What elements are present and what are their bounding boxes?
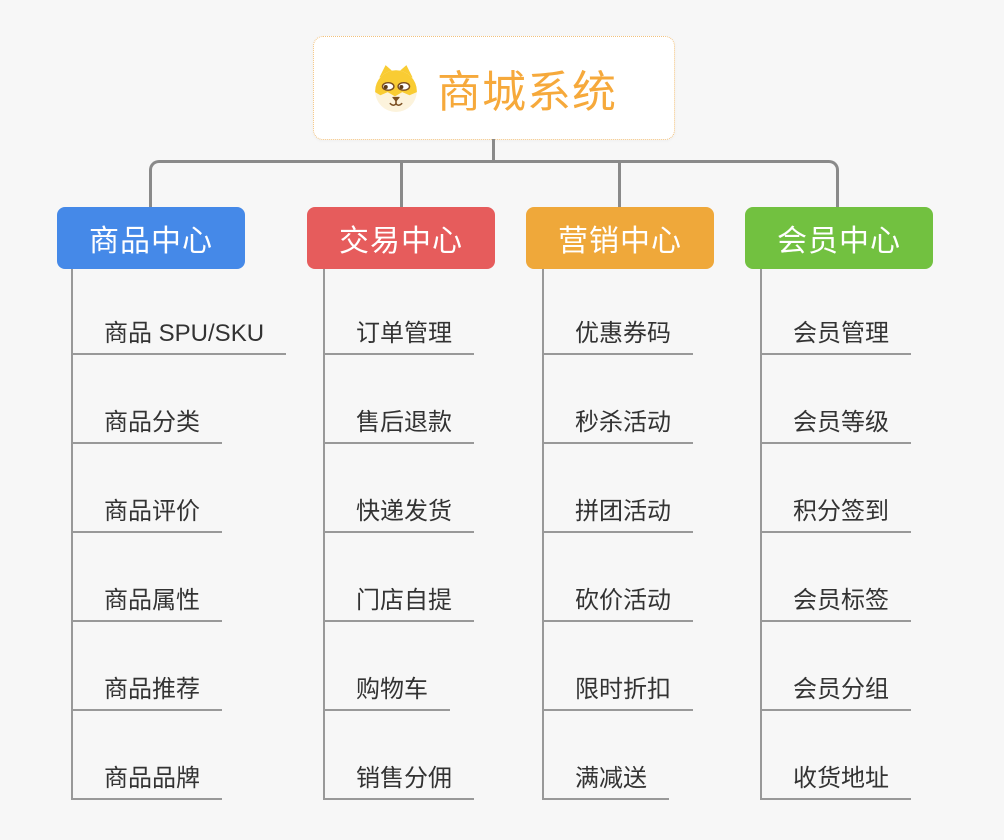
leaf-node[interactable]: 购物车 [323, 622, 450, 711]
branch-spine [760, 269, 762, 800]
dog-face-icon [371, 63, 421, 113]
branch-spine [71, 269, 73, 800]
leaf-node[interactable]: 积分签到 [760, 444, 911, 533]
branch-label: 商品中心 [89, 225, 213, 258]
leaf-node[interactable]: 订单管理 [323, 266, 474, 355]
branch-children-trade: 订单管理 售后退款 快递发货 门店自提 购物车 销售分佣 [323, 266, 474, 800]
leaf-node[interactable]: 拼团活动 [542, 444, 693, 533]
branch-spine [542, 269, 544, 800]
root-title: 商城系统 [437, 68, 617, 117]
root-node[interactable]: 商城系统 [313, 36, 675, 140]
leaf-node[interactable]: 会员等级 [760, 355, 911, 444]
leaf-node[interactable]: 销售分佣 [323, 711, 474, 800]
leaf-node[interactable]: 商品评价 [71, 444, 222, 533]
branch-label: 交易中心 [339, 225, 463, 258]
leaf-node[interactable]: 商品品牌 [71, 711, 222, 800]
tree-connector [618, 162, 621, 207]
leaf-node[interactable]: 会员管理 [760, 266, 911, 355]
leaf-node[interactable]: 满减送 [542, 711, 669, 800]
leaf-node[interactable]: 商品推荐 [71, 622, 222, 711]
leaf-node[interactable]: 收货地址 [760, 711, 911, 800]
leaf-node[interactable]: 会员分组 [760, 622, 911, 711]
leaf-node[interactable]: 限时折扣 [542, 622, 693, 711]
leaf-node[interactable]: 商品分类 [71, 355, 222, 444]
tree-connector [400, 162, 403, 207]
branch-node-trade-center[interactable]: 交易中心 [307, 207, 495, 269]
leaf-node[interactable]: 秒杀活动 [542, 355, 693, 444]
branch-node-product-center[interactable]: 商品中心 [57, 207, 245, 269]
leaf-node[interactable]: 快递发货 [323, 444, 474, 533]
branch-node-marketing-center[interactable]: 营销中心 [526, 207, 714, 269]
leaf-node[interactable]: 商品 SPU/SKU [71, 266, 287, 355]
branch-node-member-center[interactable]: 会员中心 [745, 207, 933, 269]
leaf-node[interactable]: 商品属性 [71, 533, 222, 622]
branch-label: 会员中心 [777, 225, 901, 258]
branch-children-product: 商品 SPU/SKU 商品分类 商品评价 商品属性 商品推荐 商品品牌 [71, 266, 287, 800]
tree-bracket-connector [149, 160, 839, 207]
leaf-node[interactable]: 门店自提 [323, 533, 474, 622]
leaf-node[interactable]: 会员标签 [760, 533, 911, 622]
leaf-node[interactable]: 售后退款 [323, 355, 474, 444]
root-stem-connector [492, 139, 495, 163]
branch-label: 营销中心 [558, 225, 682, 258]
branch-children-member: 会员管理 会员等级 积分签到 会员标签 会员分组 收货地址 [760, 266, 911, 800]
branch-children-marketing: 优惠券码 秒杀活动 拼团活动 砍价活动 限时折扣 满减送 [542, 266, 693, 800]
leaf-node[interactable]: 砍价活动 [542, 533, 693, 622]
branch-spine [323, 269, 325, 800]
leaf-node[interactable]: 优惠券码 [542, 266, 693, 355]
